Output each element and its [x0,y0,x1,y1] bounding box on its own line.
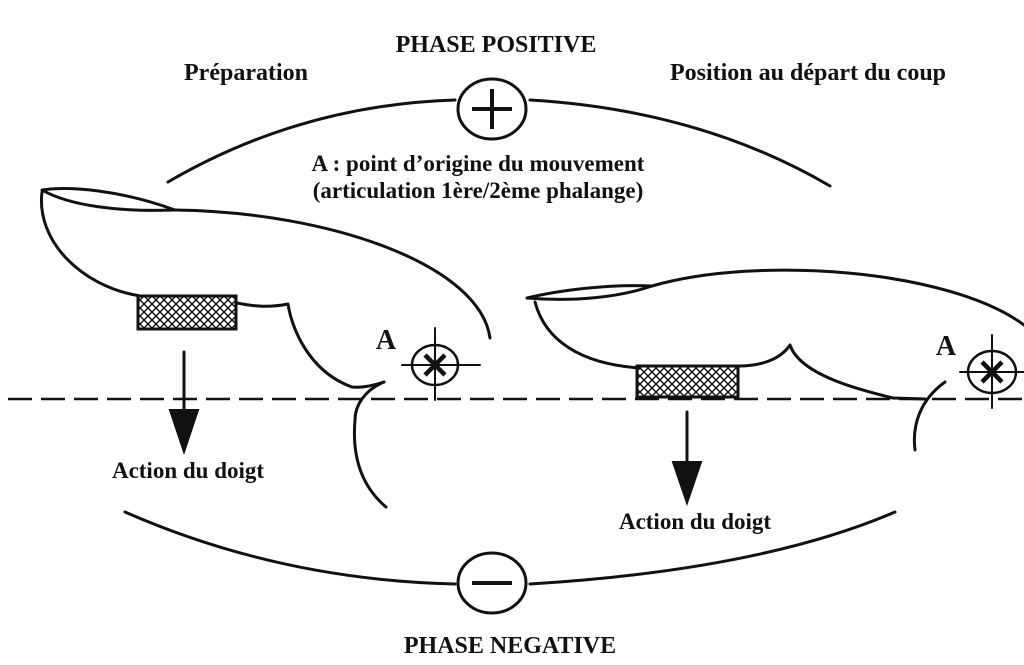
phase-positive-title: PHASE POSITIVE [396,32,597,58]
left-pad-block [136,294,238,331]
cross-target-icon [401,327,481,401]
point-a-label-left: A [376,325,397,356]
origin-definition-line2: (articulation 1ère/2ème phalange) [313,178,643,203]
finger-action-label-right: Action du doigt [619,509,771,534]
minus-circle-icon [456,551,528,615]
start-position-label: Position au départ du coup [670,60,946,86]
plus-circle-icon [456,77,528,141]
right-pad-block [635,364,740,399]
preparation-label: Préparation [184,60,308,86]
negative-phase-arc-left [123,510,457,586]
positive-phase-arc [166,98,457,184]
left-finger-drawing [39,187,492,509]
positive-phase-arc-right [528,98,832,188]
finger-action-label-left: Action du doigt [112,458,264,483]
phase-negative-title: PHASE NEGATIVE [404,633,616,659]
point-a-label-right: A [936,331,957,362]
right-finger-drawing [525,268,1024,507]
origin-definition-line1: A : point d’origine du mouvement [312,151,645,176]
cross-target-icon-right [959,334,1024,409]
negative-phase-arc-right [528,510,897,586]
